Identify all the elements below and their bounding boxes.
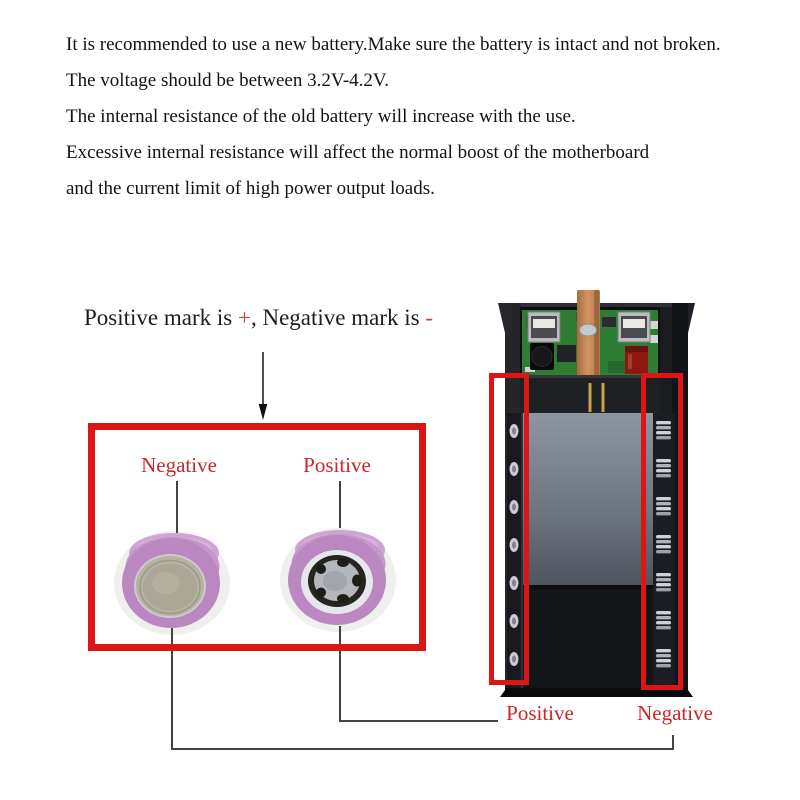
ic-chip [557,345,576,362]
inductor-coil [530,343,554,370]
positive-battery-photo [280,528,396,632]
positive-callout-vertical [339,626,341,722]
copper-strap [577,290,600,392]
usb-port-left [527,311,561,343]
marks-middle: , Negative mark is [250,305,426,330]
negative-callout-vertical [171,628,173,749]
intro-line: and the current limit of high power outp… [66,178,435,199]
positive-callout-horizontal [339,720,498,722]
negative-terminal [134,554,206,618]
red-component [625,346,648,374]
negative-spring-strip [653,413,675,690]
positive-contact-strip [507,413,523,689]
battery-bay [522,413,658,690]
case-positive-highlight-box [489,373,529,685]
gold-pin [601,383,605,412]
negative-callout-horizontal [171,748,674,750]
battery-positive-label: Positive [303,453,371,477]
center-contact-band [520,375,660,413]
battery-negative-label: Negative [141,453,217,477]
case-negative-highlight-box [641,373,683,690]
down-arrow-icon [258,352,268,420]
battery-terminals-highlight-box [88,423,426,651]
intro-line: The voltage should be between 3.2V-4.2V. [66,70,389,91]
polarity-marks-caption: Positive mark is +, Negative mark is - [84,305,433,331]
usb-port-right [617,311,651,343]
minus-mark: - [425,305,434,330]
gold-pin [588,383,592,412]
case-negative-label: Negative [637,701,713,725]
negative-battery-photo [114,531,230,635]
intro-line: Excessive internal resistance will affec… [66,142,650,163]
intro-text-block: It is recommended to use a new battery.M… [66,27,721,207]
positive-terminal [301,550,373,614]
plus-mark: + [237,305,251,330]
case-positive-label: Positive [506,701,574,725]
negative-pointer-line [176,481,178,533]
positive-pointer-line [339,481,341,528]
power-bank-case-photo [498,290,695,697]
intro-line: It is recommended to use a new battery.M… [66,34,721,55]
negative-callout-uptick [672,735,674,750]
marks-prefix: Positive mark is [84,305,238,330]
intro-line: The internal resistance of the old batte… [66,106,576,127]
case-base [500,688,693,697]
